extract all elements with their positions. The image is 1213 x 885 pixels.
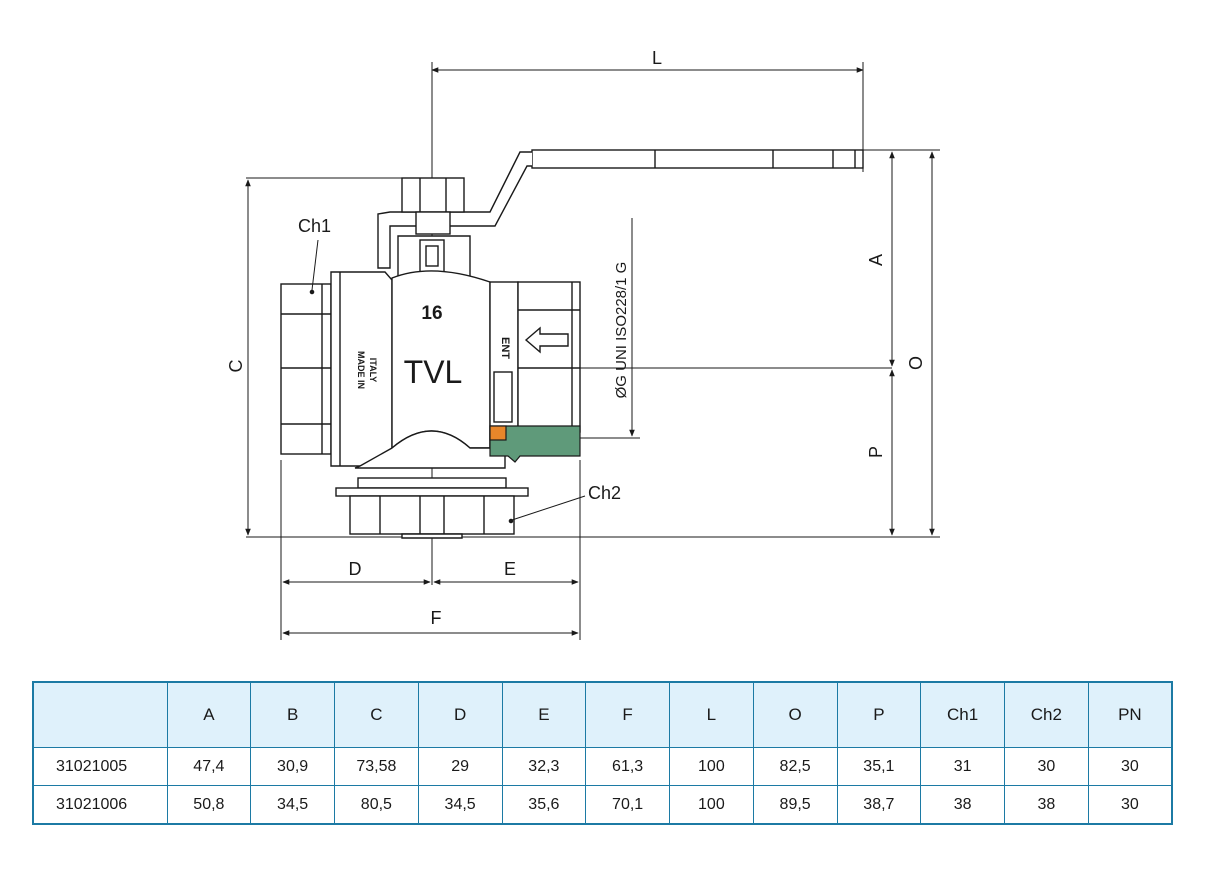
- green-insert: [489, 425, 581, 463]
- lever-handle: [377, 149, 864, 269]
- label-P: P: [866, 446, 886, 458]
- label-O: O: [906, 356, 926, 370]
- table-cell: 61,3: [585, 747, 670, 786]
- table-cell: 30: [1004, 747, 1089, 786]
- dimension-lines: [245, 67, 935, 636]
- label-C: C: [226, 360, 246, 373]
- table-cell: 80,5: [334, 785, 419, 825]
- table-cell: 70,1: [585, 785, 670, 825]
- table-cell: 82,5: [752, 747, 838, 786]
- table-cell: 38: [920, 785, 1005, 825]
- header-cell-Ch2: Ch2: [1004, 681, 1089, 748]
- table-cell: 30,9: [250, 747, 335, 786]
- mark-side: ENT: [499, 337, 511, 359]
- table-cell: 47,4: [166, 747, 252, 786]
- table-cell: 50,8: [166, 785, 252, 825]
- label-Ch1: Ch1: [298, 216, 331, 236]
- header-cell-B: B: [250, 681, 335, 748]
- table-cell: 89,5: [752, 785, 838, 825]
- tail-piece: [335, 477, 529, 539]
- header-cell-E: E: [501, 681, 587, 748]
- header-cell-P: P: [836, 681, 922, 748]
- leader-lines: [309, 239, 586, 524]
- orange-seal: [489, 425, 507, 441]
- table-cell: 35,6: [501, 785, 587, 825]
- table-cell: 34,5: [250, 785, 335, 825]
- mark-italy: ITALY: [368, 358, 378, 383]
- mark-brand: TVL: [404, 354, 463, 390]
- header-cell-PN: PN: [1087, 681, 1173, 748]
- header-cell-D: D: [417, 681, 503, 748]
- table-cell: 30: [1087, 785, 1173, 825]
- label-E: E: [504, 559, 516, 579]
- valve-technical-drawing: L C A O P D E F Ch1 Ch2 ØG UNI ISO228/1 …: [226, 48, 940, 640]
- header-cell-O: O: [752, 681, 838, 748]
- table-row: 31021005 47,4 30,9 73,58 29 32,3 61,3 10…: [32, 747, 1173, 786]
- label-thread-spec: ØG UNI ISO228/1 G: [613, 262, 630, 399]
- table-cell: 30: [1087, 747, 1173, 786]
- table-cell: 100: [669, 785, 754, 825]
- header-cell-F: F: [585, 681, 670, 748]
- spec-table: A B C D E F L O P Ch1 Ch2 PN 31021005 47…: [32, 681, 1173, 825]
- header-cell-code: [32, 681, 168, 748]
- table-cell: 31: [920, 747, 1005, 786]
- label-F: F: [431, 608, 442, 628]
- table-cell: 100: [669, 747, 754, 786]
- label-A: A: [866, 254, 886, 266]
- table-cell: 34,5: [417, 785, 503, 825]
- table-cell-code: 31021005: [32, 747, 168, 786]
- stem-nut: [401, 177, 465, 235]
- table-cell: 38: [1004, 785, 1089, 825]
- label-Ch2: Ch2: [588, 483, 621, 503]
- table-cell: 73,58: [334, 747, 419, 786]
- table-cell: 35,1: [836, 747, 922, 786]
- table-header-row: A B C D E F L O P Ch1 Ch2 PN: [32, 681, 1173, 748]
- highlight-section: [489, 425, 581, 463]
- spec-table-container: A B C D E F L O P Ch1 Ch2 PN 31021005 47…: [32, 681, 1173, 825]
- label-L: L: [652, 48, 662, 68]
- table-cell-code: 31021006: [32, 785, 168, 825]
- label-D: D: [349, 559, 362, 579]
- header-cell-L: L: [669, 681, 754, 748]
- mark-size: 16: [421, 303, 442, 324]
- table-cell: 29: [417, 747, 503, 786]
- header-cell-Ch1: Ch1: [920, 681, 1005, 748]
- table-cell: 32,3: [501, 747, 587, 786]
- header-cell-A: A: [166, 681, 252, 748]
- table-cell: 38,7: [836, 785, 922, 825]
- table-row: 31021006 50,8 34,5 80,5 34,5 35,6 70,1 1…: [32, 785, 1173, 825]
- mark-made-in: MADE IN: [356, 351, 366, 389]
- header-cell-C: C: [334, 681, 419, 748]
